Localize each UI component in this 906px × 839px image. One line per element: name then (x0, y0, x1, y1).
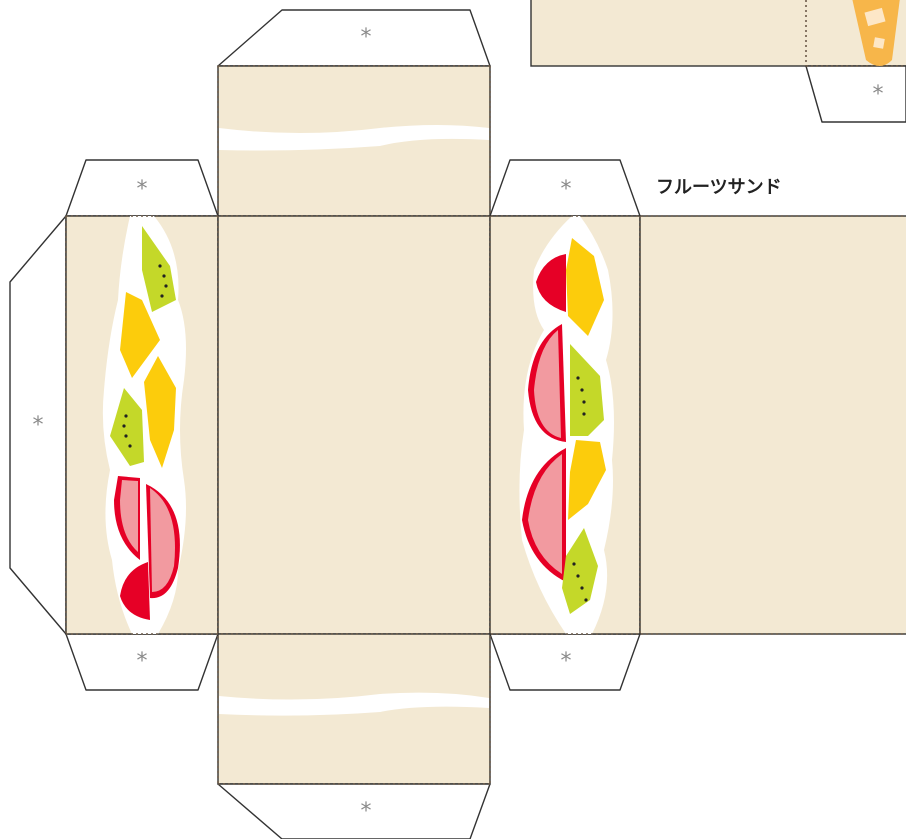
fold-lines (65, 66, 906, 785)
right-long-panel (639, 215, 906, 635)
glue-mark-left-bottom: * (137, 649, 148, 674)
strawberry-half (120, 562, 150, 620)
mango-slice (144, 356, 176, 468)
kiwi-slice (142, 226, 176, 312)
glue-mark-top-right: * (873, 82, 884, 107)
left-sandwich-face (65, 215, 219, 635)
glue-mark-right-bottom: * (561, 649, 572, 674)
right-sandwich-face (489, 215, 641, 635)
product-label: フルーツサンド (656, 177, 782, 198)
bottom-crust-panel (217, 633, 491, 785)
center-bottom-panel (217, 215, 491, 635)
top-lid-flap: * (217, 9, 491, 67)
glue-mark-bottom-lid: * (361, 799, 372, 824)
right-side-flaps: * * (489, 159, 641, 691)
glue-mark-left-side: * (33, 413, 44, 438)
kiwi-slice (570, 344, 604, 436)
kiwi-slice (110, 388, 144, 466)
strawberry-half (536, 254, 566, 312)
top-right-panel: * (530, 0, 906, 123)
kiwi-slice (562, 528, 598, 614)
glue-mark-left-top: * (137, 177, 148, 202)
top-crust-panel (217, 65, 491, 217)
glue-mark-top-lid: * (361, 25, 372, 50)
drink-cup-illustration (852, 0, 900, 66)
glue-mark-right-top: * (561, 177, 572, 202)
bottom-lid-flap: * (217, 783, 491, 839)
mango-slice (120, 292, 160, 378)
mango-slice (566, 238, 604, 336)
mango-slice (568, 440, 606, 520)
